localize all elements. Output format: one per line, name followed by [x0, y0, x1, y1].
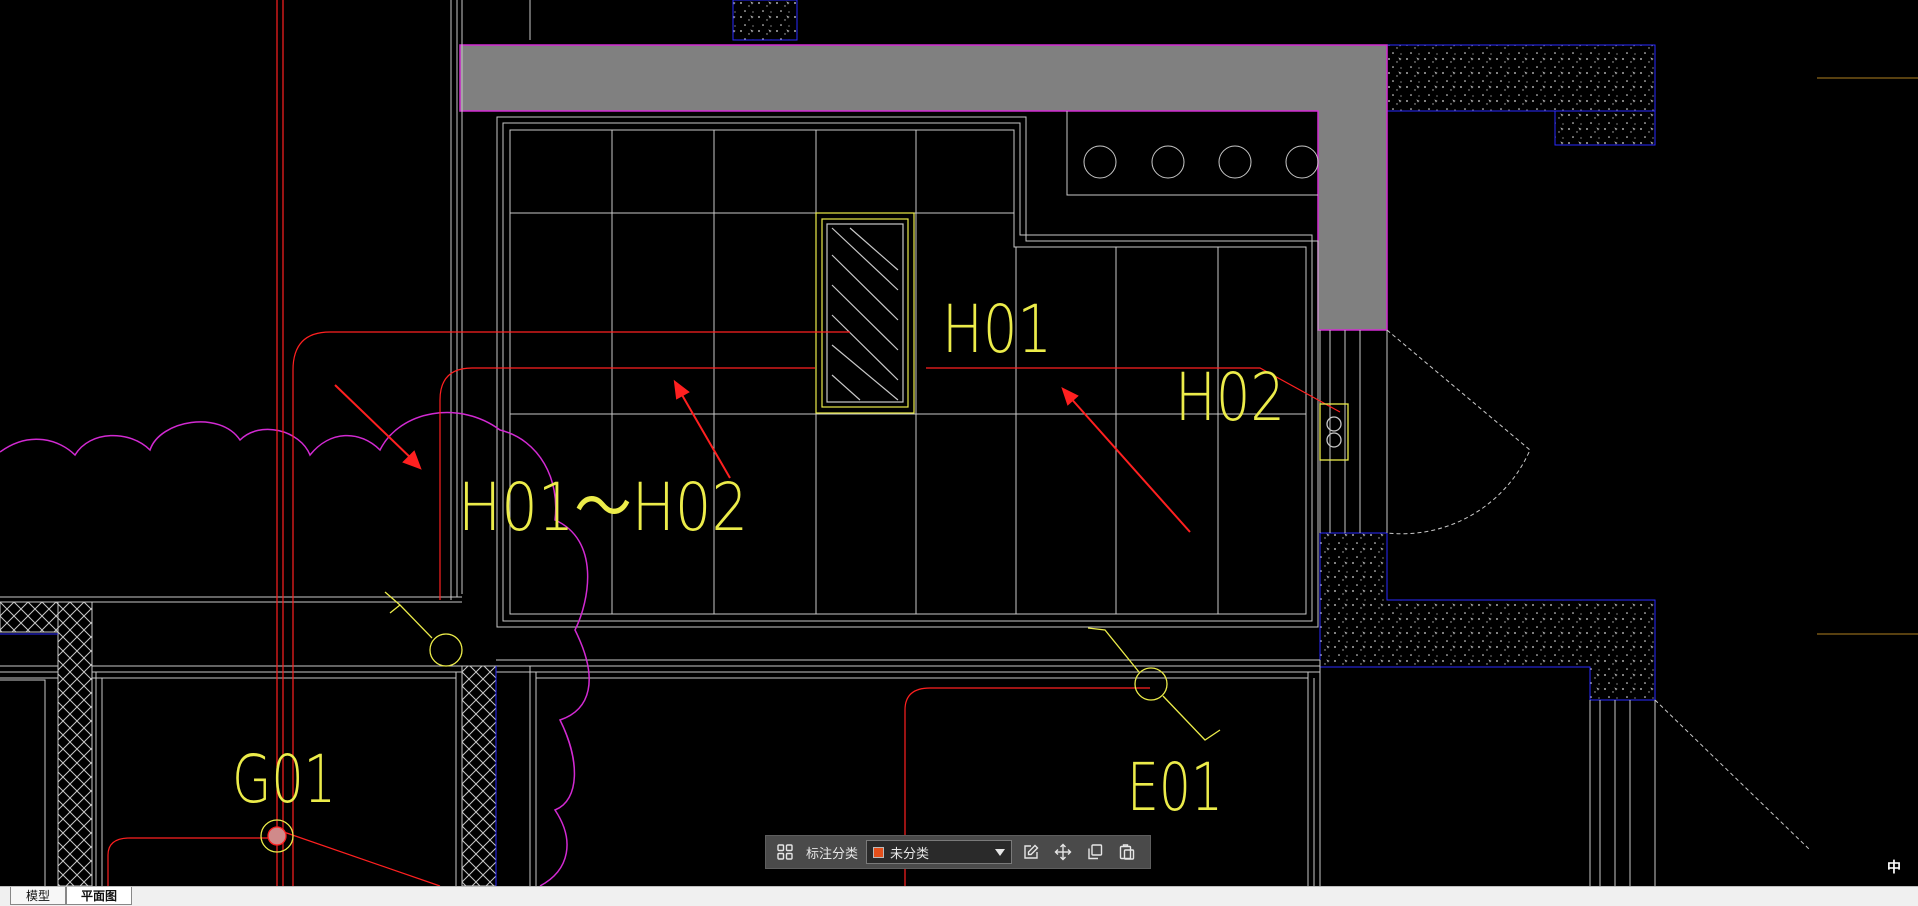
annotation-toolbar: 标注分类 未分类 [765, 835, 1151, 869]
door-swings [1386, 329, 1811, 851]
label-h01-h02: H01～H02 [458, 469, 748, 546]
move-icon[interactable] [1050, 839, 1076, 865]
revision-cloud [0, 411, 590, 887]
category-value: 未分类 [890, 845, 930, 861]
wall-lines [0, 0, 1656, 886]
tab-plan[interactable]: 平面图 [66, 887, 132, 905]
chevron-down-icon [995, 849, 1006, 856]
category-dropdown[interactable]: 未分类 [866, 840, 1013, 864]
category-color-swatch [873, 846, 885, 858]
layout-tab-bar: 模型 平面图 [0, 886, 1918, 906]
electrical-symbols [260, 403, 1349, 853]
vent-fixture [815, 212, 915, 414]
ime-indicator[interactable]: 中 [1887, 860, 1901, 876]
copy-icon[interactable] [1082, 839, 1108, 865]
label-h02: H02 [1175, 359, 1285, 436]
category-label: 标注分类 [806, 845, 859, 861]
crosshatch-columns [0, 601, 497, 887]
label-e01: E01 [1127, 749, 1223, 826]
paste-icon[interactable] [1114, 839, 1140, 865]
label-h01: H01 [942, 291, 1052, 368]
annotation-arrows [334, 379, 1191, 533]
wiring-runs [107, 0, 1341, 890]
label-g01: G01 [232, 741, 336, 818]
grid-icon[interactable] [772, 839, 798, 865]
concrete-hatch-areas [732, 0, 1656, 701]
edit-icon[interactable] [1018, 839, 1044, 865]
structural-slab [459, 44, 1388, 331]
tab-model[interactable]: 模型 [10, 887, 66, 905]
